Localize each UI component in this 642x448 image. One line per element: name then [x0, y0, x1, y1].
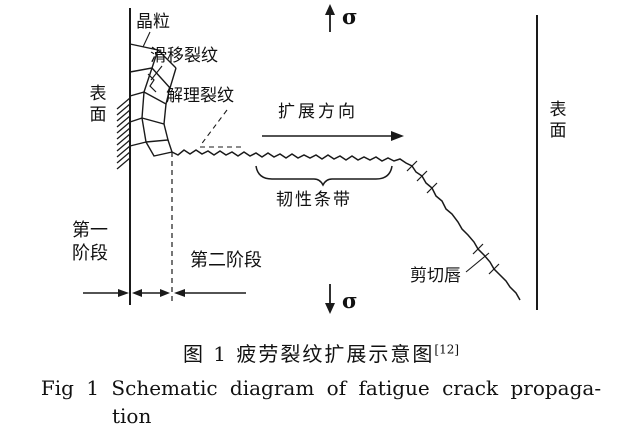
stage2-dimension-arrow: [174, 289, 246, 297]
cleavage-crack-label: 解理裂纹: [166, 86, 234, 106]
striation-brace: [255, 165, 393, 187]
crack-path: [171, 149, 521, 301]
stage1-dimension-arrow: [83, 289, 129, 297]
fatigue-crack-diagram: [83, 4, 538, 314]
caption-zh: 图 1 疲劳裂纹扩展示意图[12]: [0, 338, 642, 367]
sigma-arrow-top: [325, 4, 335, 32]
slip-crack: [147, 73, 157, 93]
stage1-label: 第一阶段: [72, 220, 108, 264]
slip-crack-leader-line: [150, 65, 163, 81]
propagation-direction-label: 扩展方向: [278, 102, 358, 122]
cleavage-crack-leader-line: [199, 109, 228, 147]
ductile-striation-label: 韧性条带: [276, 190, 352, 210]
surface-left-label: 表面: [89, 84, 107, 126]
sigma-top-label: σ: [342, 4, 358, 29]
direction-arrow: [262, 131, 404, 141]
shear-lip-label: 剪切唇: [410, 266, 461, 286]
shear-lip-leader-line: [465, 252, 490, 273]
sigma-arrow-bottom: [325, 284, 335, 314]
crack-tick-marks: [406, 160, 500, 275]
slip-crack-label: 滑移裂纹: [150, 46, 218, 66]
stage2-label: 第二阶段: [190, 250, 262, 271]
caption-en-line1: Fig 1 Schematic diagram of fatigue crack…: [40, 376, 602, 400]
grain-label: 晶粒: [136, 12, 170, 32]
sigma-bottom-label: σ: [342, 288, 358, 313]
caption-zh-text: 图 1 疲劳裂纹扩展示意图: [182, 342, 435, 366]
caption-zh-reference: [12]: [434, 342, 460, 357]
surface-right-label: 表面: [549, 100, 567, 142]
grain-leader-line: [142, 31, 151, 48]
caption-en-line2: tion: [112, 404, 152, 428]
surface-hatching: [116, 97, 131, 170]
gap-dimension-arrow: [132, 289, 170, 297]
